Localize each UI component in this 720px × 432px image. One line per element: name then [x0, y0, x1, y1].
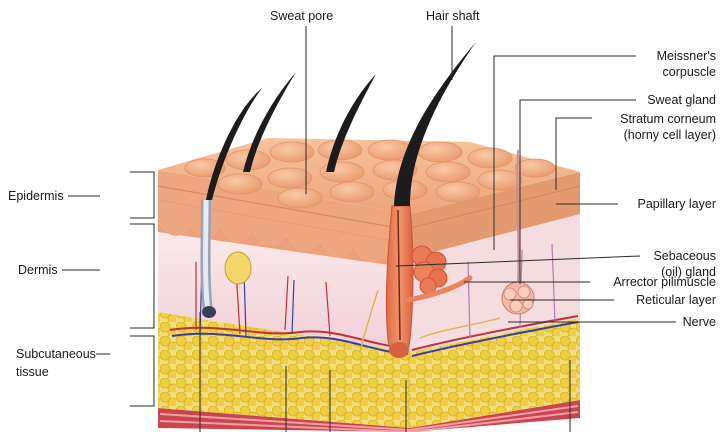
hair-follicle-main [386, 206, 413, 358]
label-reticular-layer: Reticular layer [636, 293, 716, 307]
label-sweat-gland: Sweat gland [647, 93, 716, 107]
label-stratum-line1: Stratum corneum [620, 112, 716, 126]
label-arrector-pili: Arrector pilimuscle [613, 275, 716, 289]
label-dermis: Dermis [18, 263, 58, 277]
label-hair-shaft: Hair shaft [426, 9, 480, 23]
label-epidermis: Epidermis [8, 189, 64, 203]
label-subcutaneous-line1: Subcutaneous [16, 347, 96, 361]
label-nerve: Nerve [683, 315, 716, 329]
label-meissner-line2: corpuscle [663, 65, 717, 79]
label-stratum-line2: (horny cell layer) [624, 128, 716, 142]
label-subcutaneous-line2: tissue [16, 365, 49, 379]
label-papillary-layer: Papillary layer [637, 197, 716, 211]
label-sweat-pore: Sweat pore [270, 9, 333, 23]
label-meissner-line1: Meissner's [657, 49, 716, 63]
label-sebaceous-line1: Sebaceous [653, 249, 716, 263]
